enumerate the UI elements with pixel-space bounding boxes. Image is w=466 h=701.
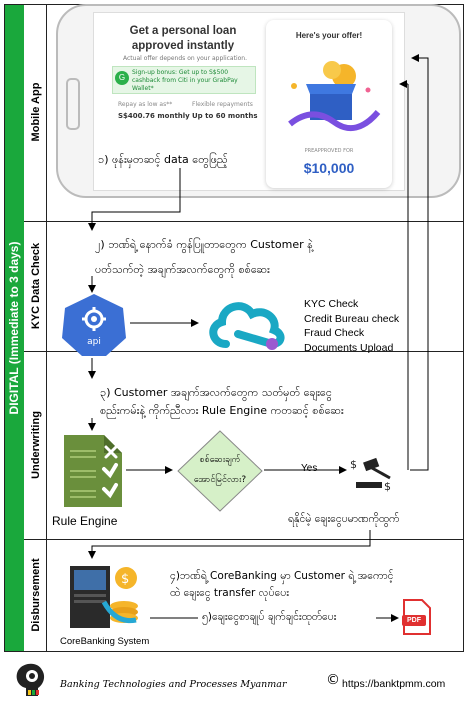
app-flex-label: Flexible repayments bbox=[192, 101, 253, 108]
step-1-text: ၁) ဖုန်းမှတဆင့် data တွေဖြည့် bbox=[98, 153, 228, 166]
svg-text:$: $ bbox=[350, 458, 357, 471]
yes-label: Yes bbox=[301, 463, 318, 474]
step-2-line-1: ၂) ဘဏ်ရဲ့ နောက်ခံ ကွန်ပြူတာတွေက Customer… bbox=[95, 238, 313, 251]
phone-speaker bbox=[66, 78, 80, 130]
arrow-gavel-to-app bbox=[410, 54, 429, 471]
approved-amount-note: ရနိုင်မဲ့ ချေးငွေပမာဏကိုထွက် bbox=[288, 513, 400, 525]
rule-engine-icon bbox=[64, 435, 122, 507]
kyc-check-item: Fraud Check bbox=[304, 327, 365, 339]
gift-box-illustration bbox=[288, 61, 381, 132]
kyc-check-item: KYC Check bbox=[304, 298, 359, 310]
app-actual-offer: Actual offer depends on your application… bbox=[122, 55, 247, 62]
rule-engine-label: Rule Engine bbox=[52, 514, 118, 528]
footer-brand: Banking Technologies and Processes Myanm… bbox=[60, 679, 287, 690]
offer-amount: $10,000 bbox=[303, 160, 355, 176]
step-4-line-2: ထဲ ချေးငွေ transfer လုပ်ပေး bbox=[170, 587, 289, 599]
decision-text-line-2: အောင်မြင်လား? bbox=[193, 475, 247, 485]
api-label: api bbox=[87, 337, 101, 347]
app-flex-value: Up to 60 months bbox=[192, 112, 258, 120]
svg-text:$: $ bbox=[121, 572, 129, 587]
offer-preapproved: PREAPPROVED FOR bbox=[304, 148, 354, 154]
core-banking-label: CoreBanking System bbox=[60, 636, 150, 647]
pdf-document-icon bbox=[402, 599, 431, 635]
app-headline: Get a personal loan approved instantly bbox=[129, 25, 237, 52]
step-5-text: ၅)ချေးငွေစာချုပ် ချက်ချင်းထုတ်ပေး bbox=[202, 611, 337, 623]
copyright-symbol: © bbox=[326, 672, 340, 688]
core-banking-server-icon: $ bbox=[70, 566, 138, 628]
app-promo-banner bbox=[112, 66, 256, 94]
kyc-check-item: Documents Upload bbox=[304, 341, 394, 354]
grab-g-icon: G bbox=[115, 71, 129, 85]
arrow-approval-to-core bbox=[88, 530, 371, 559]
api-gateway-icon bbox=[62, 294, 126, 356]
lane-divider-3 bbox=[24, 539, 464, 540]
step-2-line-2: ပတ်သက်တဲ့ အချက်အလက်တွေကို စစ်ဆေး bbox=[95, 263, 270, 276]
decision-text-line-1: စစ်ဆေးချက် bbox=[199, 455, 241, 465]
offer-title: Here's your offer! bbox=[295, 31, 363, 40]
app-promo-text: Sign-up bonus: Get up to S$500 cashback … bbox=[132, 69, 238, 92]
lane-divider-1 bbox=[24, 221, 464, 222]
lane-divider-2 bbox=[24, 351, 464, 352]
decision-diamond bbox=[177, 430, 263, 512]
kyc-checks-list: KYC Check Credit Bureau check Fraud Chec… bbox=[304, 297, 460, 355]
step-3-line-2: စည်းကမ်းနဲ့ ကိုက်ညီလား Rule Engine ကတဆင့… bbox=[100, 404, 344, 417]
pdf-label: PDF bbox=[407, 617, 421, 624]
svg-text:$: $ bbox=[384, 480, 391, 492]
cloud-icon bbox=[209, 302, 285, 350]
app-repay-value: S$400.76 monthly bbox=[118, 112, 190, 120]
arrow-app-to-kyc bbox=[88, 168, 181, 231]
lane-label-column bbox=[24, 4, 47, 652]
step-3-line-1: ၃) Customer အချက်အလက်တွေက သတ်မှတ် ချေးငွ… bbox=[100, 386, 332, 399]
step-4-line-1: ၄)ဘဏ်ရဲ့ CoreBanking မှာ Customer ရဲ့ အက… bbox=[170, 570, 394, 582]
gavel-icon: $ $ bbox=[350, 457, 391, 492]
footer-website-link[interactable]: https://banktpmm.com bbox=[342, 678, 446, 690]
kyc-check-item: Credit Bureau check bbox=[304, 312, 400, 325]
digital-side-bar bbox=[4, 4, 24, 652]
brand-logo-icon bbox=[16, 663, 45, 696]
app-repay-label: Repay as low as** bbox=[118, 101, 173, 108]
